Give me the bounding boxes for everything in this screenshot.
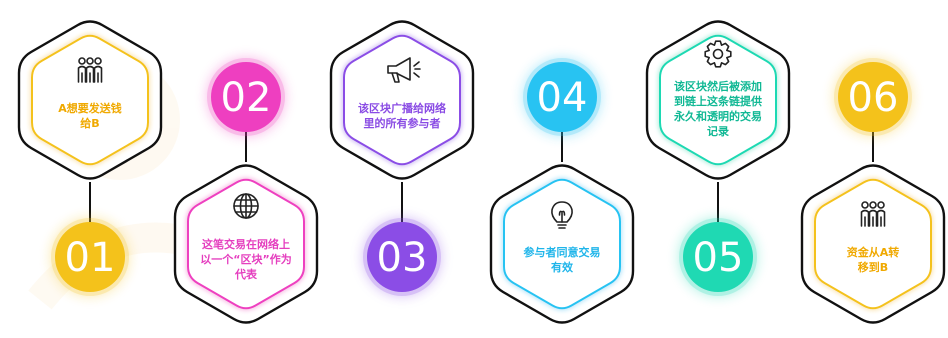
- lightbulb-icon: [551, 201, 573, 229]
- step-description-line: 给B: [80, 116, 99, 130]
- gear-icon: [704, 40, 732, 68]
- number-circle: [683, 222, 753, 292]
- step-description-line: 参与者同意交易: [524, 245, 601, 259]
- step-number: 02: [221, 75, 272, 121]
- step-description-line: 代表: [234, 267, 258, 281]
- number-circle: [838, 62, 908, 132]
- hexagon-inner-frame: [814, 178, 932, 310]
- step-number: 01: [65, 235, 116, 281]
- step-description-line: 永久和透明的交易: [673, 109, 762, 123]
- people-icon: [860, 201, 886, 227]
- hexagon-inner-frame: [503, 178, 621, 310]
- step-description-line: A想要发送钱: [58, 101, 122, 115]
- step-description-line: 移到B: [858, 260, 888, 274]
- hexagon-inner-frame: [659, 34, 777, 166]
- number-circle: [367, 222, 437, 292]
- megaphone-icon: [387, 57, 421, 83]
- hexagon-inner-frame: [187, 178, 305, 310]
- people-icon: [77, 57, 103, 83]
- step-number: 06: [848, 75, 899, 121]
- step-number: 04: [537, 75, 588, 121]
- hexagon-inner-frame: [31, 34, 149, 166]
- step-number: 03: [377, 235, 428, 281]
- step-number: 05: [693, 235, 744, 281]
- step-description-line: 有效: [551, 260, 574, 274]
- number-circle: [211, 62, 281, 132]
- step-description-line: 里的所有参与者: [364, 116, 441, 130]
- number-circle: [527, 62, 597, 132]
- number-circle: [55, 222, 125, 292]
- step-description-line: 记录: [707, 125, 729, 138]
- step-description-line: 到链上这条链提供: [674, 94, 762, 108]
- step-description-line: 该区块然后被添加: [674, 79, 762, 93]
- step-description-line: 以一个“区块”作为: [200, 252, 291, 266]
- step-description-line: 该区块广播给网络: [358, 101, 446, 115]
- step-description-line: 这笔交易在网络上: [202, 237, 290, 251]
- hexagon-inner-frame: [343, 34, 461, 166]
- step-description-line: 资金从A转: [847, 245, 900, 259]
- globe-icon: [233, 193, 259, 219]
